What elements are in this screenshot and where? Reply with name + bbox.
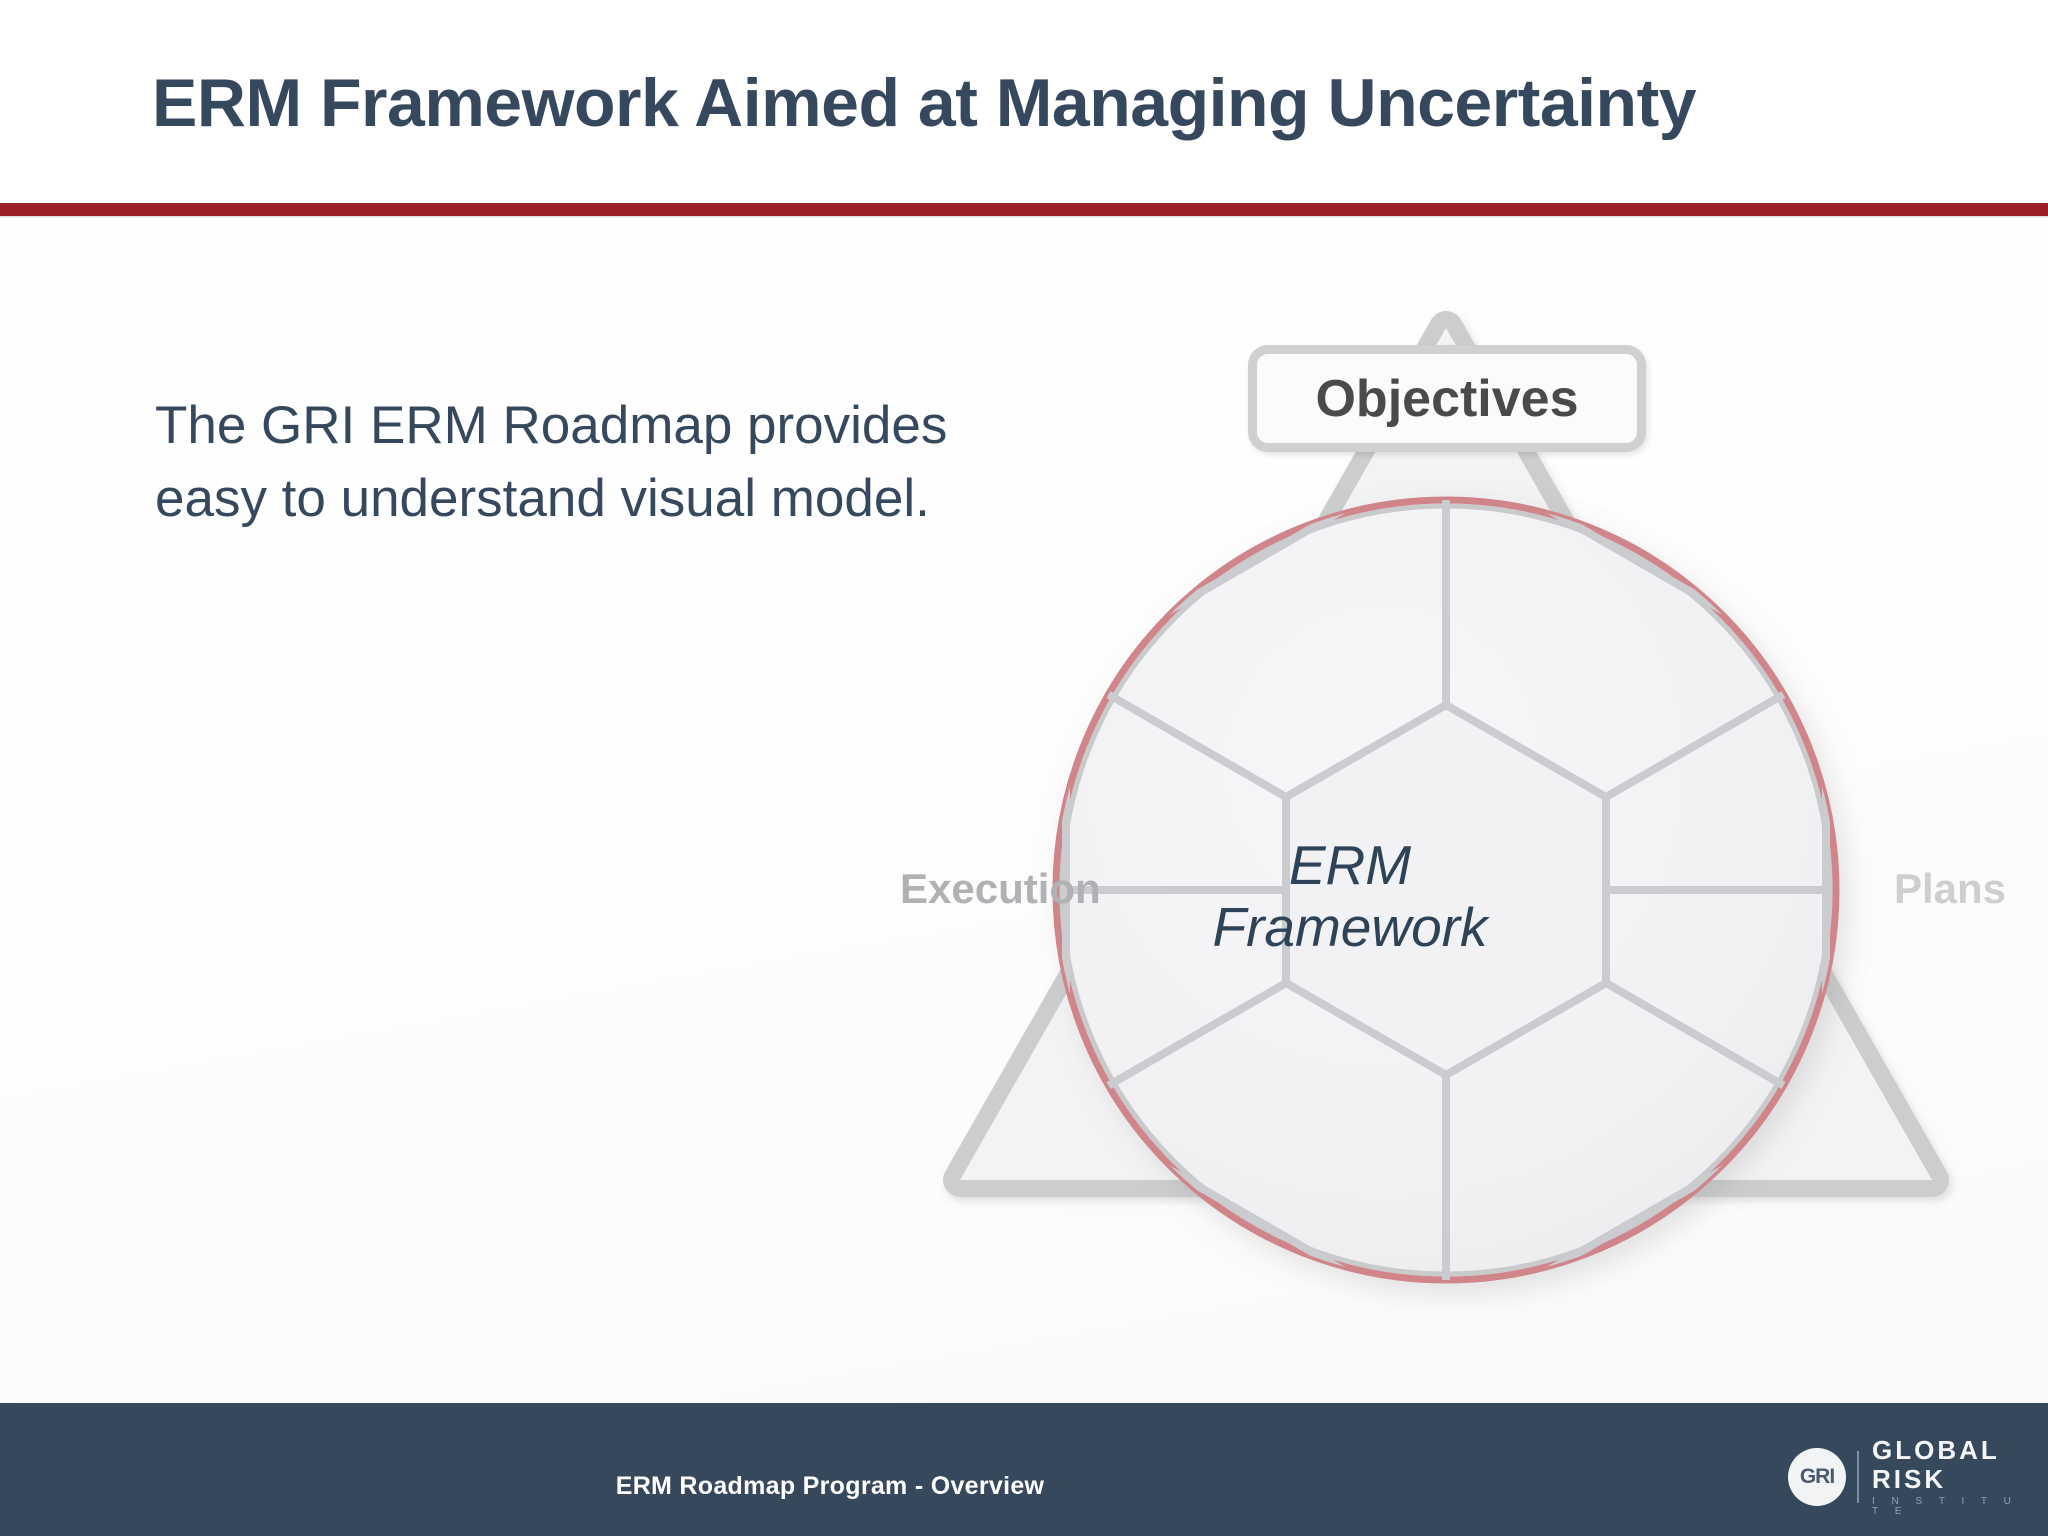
logo-divider [1857, 1451, 1859, 1503]
gri-logo: GRI GLOBAL RISK I N S T I T U T E [1788, 1437, 2038, 1517]
gri-circle-icon: GRI [1788, 1448, 1846, 1506]
footer-title: ERM Roadmap Program - Overview [615, 1472, 1045, 1500]
objectives-label: Objectives [1315, 369, 1579, 428]
hex-segment-lines [1062, 500, 1830, 1280]
logo-word-global: GLOBAL [1872, 1435, 2000, 1465]
title-area: ERM Framework Aimed at Managing Uncertai… [0, 0, 2048, 205]
logo-wordmark: GLOBAL RISK I N S T I T U T E [1872, 1437, 2038, 1517]
diagram-graphics [850, 250, 2048, 1284]
erm-framework-diagram: Objectives Execution Plans ERM Framework [850, 250, 2048, 1350]
page-title: ERM Framework Aimed at Managing Uncertai… [152, 65, 1697, 141]
body-paragraph: The GRI ERM Roadmap provides easy to und… [155, 396, 948, 528]
logo-word-institute: I N S T I T U T E [1872, 1496, 2018, 1517]
gri-monogram: GRI [1799, 1465, 1835, 1488]
plans-label: Plans [1893, 865, 2006, 912]
objectives-badge[interactable]: Objectives [1248, 345, 1646, 452]
execution-label: Execution [900, 865, 1101, 912]
logo-word-risk: RISK [1872, 1464, 1947, 1494]
hex-wheel [1052, 496, 1840, 1284]
title-accent-rule [0, 203, 2048, 216]
footer-bar [0, 1403, 2048, 1536]
